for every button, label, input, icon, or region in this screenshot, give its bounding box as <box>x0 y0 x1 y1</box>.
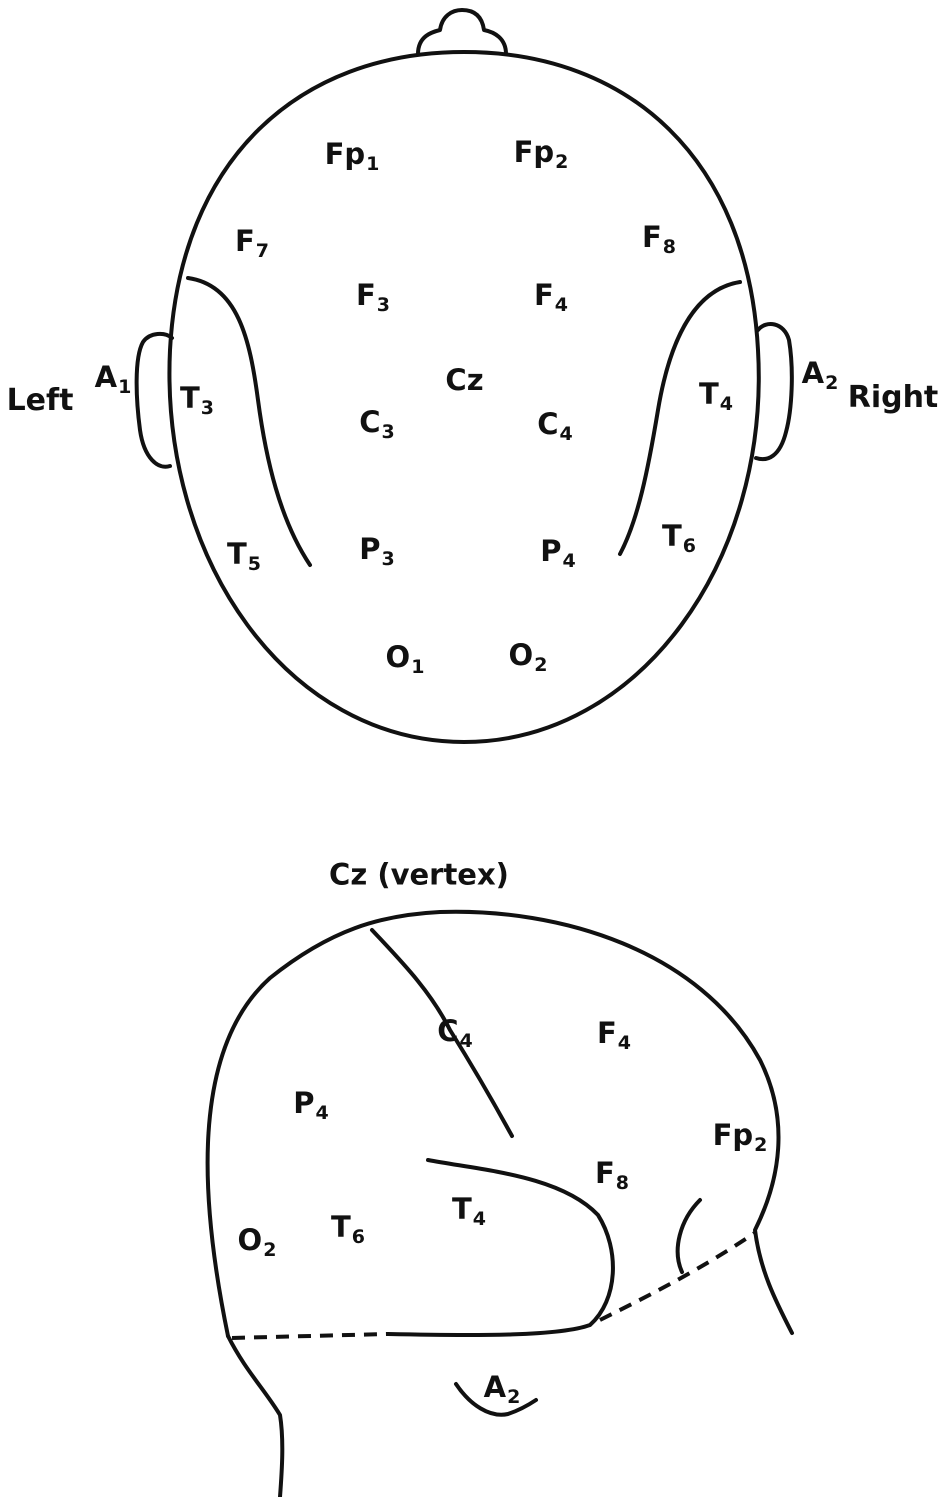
electrode-label-p4: P4 <box>540 537 576 571</box>
right-sylvian-line <box>620 282 740 554</box>
electrode-label-f3: F3 <box>356 281 390 315</box>
baseline-dashed-left <box>232 1334 388 1338</box>
left-ear-shape <box>137 334 172 467</box>
electrode-label-f4: F4 <box>534 281 568 315</box>
side-view-drawing <box>208 912 792 1497</box>
electrode-label-f7: F7 <box>235 227 269 261</box>
electrode-label-cz: Cz <box>445 366 484 400</box>
side-electrode-label-fp2: Fp2 <box>713 1121 768 1155</box>
side-electrode-label-o2: O2 <box>238 1226 277 1260</box>
right-side-label: Right <box>848 383 939 413</box>
vertex-label: Cz (vertex) <box>329 861 509 890</box>
electrode-label-c4: C4 <box>537 410 573 444</box>
side-electrode-label-t4: T4 <box>452 1195 486 1229</box>
nose-shape <box>418 10 506 54</box>
left-side-label: Left <box>7 386 74 416</box>
electrode-label-fp1: Fp1 <box>325 140 380 174</box>
electrode-label-o2: O2 <box>509 641 548 675</box>
side-electrode-label-f4: F4 <box>597 1019 631 1053</box>
left-sylvian-line <box>188 278 310 565</box>
electrode-label-p3: P3 <box>359 535 395 569</box>
side-electrode-label-a2: A2 <box>484 1373 521 1407</box>
electrode-label-t6: T6 <box>662 522 696 556</box>
side-electrode-label-f8: F8 <box>595 1159 629 1193</box>
electrode-label-a1: A1 <box>95 363 132 397</box>
electrode-label-t3: T3 <box>180 384 214 418</box>
electrode-label-c3: C3 <box>359 408 395 442</box>
electrode-label-o1: O1 <box>386 643 425 677</box>
electrode-label-t5: T5 <box>227 540 261 574</box>
electrode-label-a2: A2 <box>802 359 839 393</box>
head-profile-outline <box>208 912 792 1336</box>
electrode-label-fp2: Fp2 <box>514 138 569 172</box>
side-electrode-label-c4: C4 <box>437 1017 473 1051</box>
neck-back-line <box>228 1336 282 1497</box>
temporal-lobe-line <box>388 1160 613 1335</box>
eye-curve <box>678 1200 700 1272</box>
side-electrode-label-t6: T6 <box>331 1213 365 1247</box>
electrode-label-t4: T4 <box>699 380 733 414</box>
electrode-label-f8: F8 <box>642 223 676 257</box>
side-electrode-label-p4: P4 <box>293 1089 329 1123</box>
right-ear-shape <box>756 324 792 459</box>
